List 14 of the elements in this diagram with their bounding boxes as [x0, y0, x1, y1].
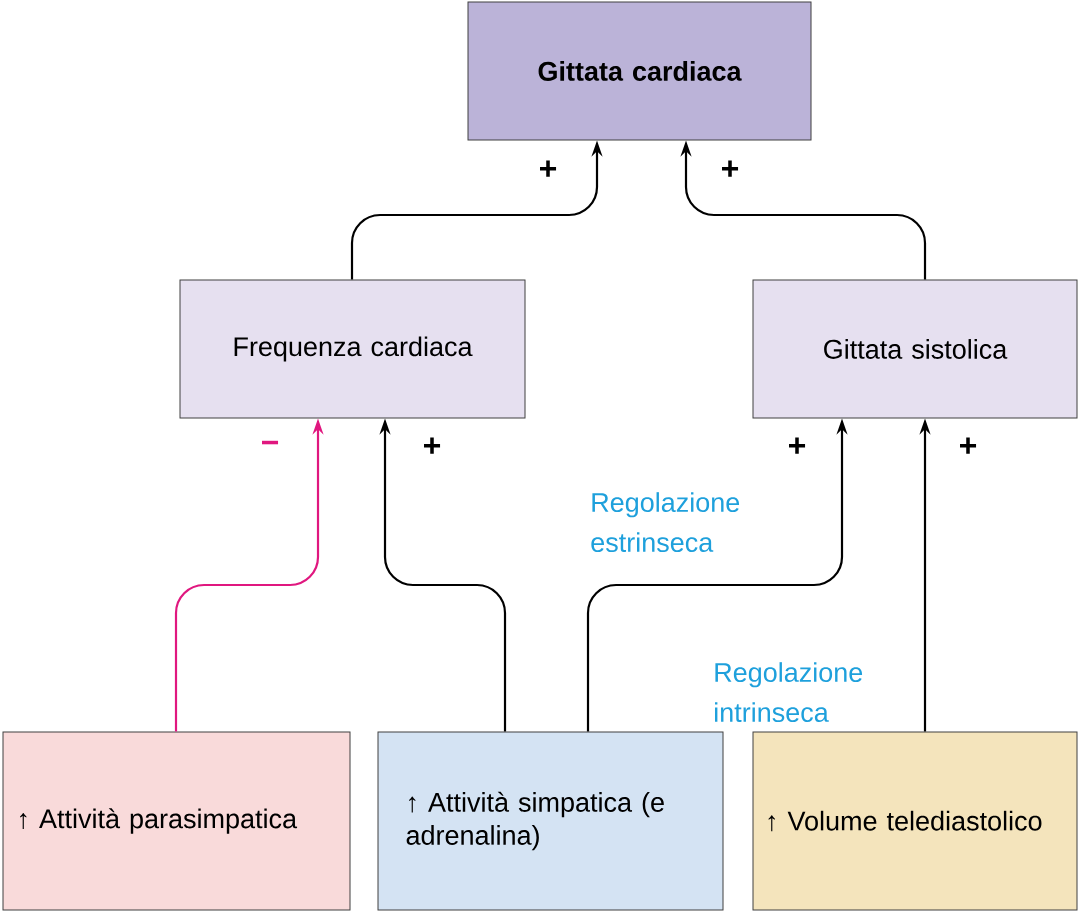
edge-label: + [540, 160, 557, 177]
edge-label: + [722, 160, 739, 177]
process-box: Gittata sistolica [752, 279, 1078, 419]
annotation-text: Regolazione intrinseca [715, 662, 863, 722]
process-box: Frequenza cardiaca [179, 279, 526, 419]
process-box: ↑ Volume telediastolico [752, 731, 1078, 911]
process-box: Gittata cardiaca [467, 1, 812, 141]
edge-label: + [789, 437, 806, 454]
process-box: ↑ Attività simpatica (e adrenalina) [377, 731, 724, 911]
edge-label: − [262, 440, 279, 445]
edge-label: + [960, 437, 977, 454]
process-box: ↑ Attività parasimpatica [2, 731, 351, 911]
annotation-text: Regolazione estrinseca [591, 492, 740, 552]
edge-label: + [424, 437, 441, 454]
